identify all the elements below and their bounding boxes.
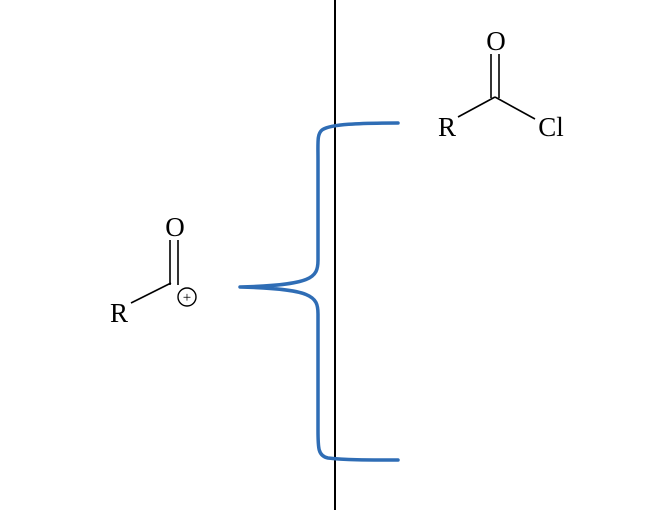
acyl-chloride-chlorine-label: Cl bbox=[538, 112, 564, 142]
acylium-oxygen-label: O bbox=[165, 212, 185, 242]
acyl-chloride-rc-bond bbox=[457, 96, 496, 118]
acyl-chloride-oxygen-label: O bbox=[486, 26, 506, 56]
acyl-chloride-structure: O R Cl bbox=[438, 26, 564, 142]
curly-bracket bbox=[238, 121, 400, 462]
positive-charge-circle bbox=[177, 287, 197, 307]
acyl-chloride-r-label: R bbox=[438, 112, 456, 142]
acylium-ion-structure: O R + bbox=[110, 212, 197, 328]
acylium-rc-bond bbox=[130, 282, 172, 304]
acylium-r-label: R bbox=[110, 298, 128, 328]
positive-charge-symbol: + bbox=[183, 290, 191, 306]
acyl-chloride-ccl-bond bbox=[494, 96, 536, 120]
